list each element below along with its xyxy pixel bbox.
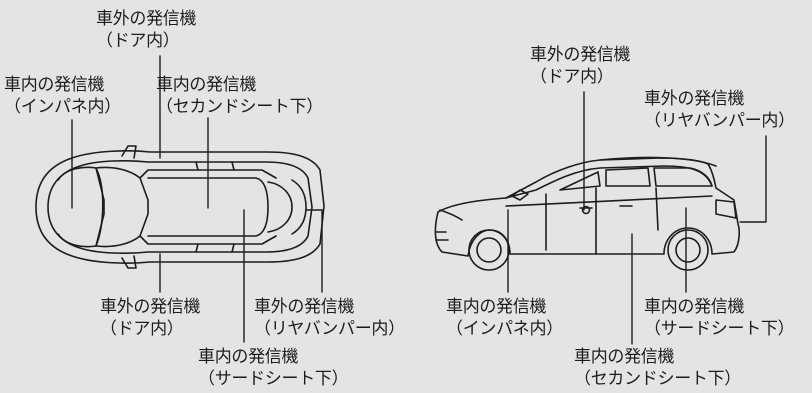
label-side-ext-rear-loc: （リヤバンパー内） (644, 111, 795, 131)
label-side-int-panel: 車内の発信機 （インパネ内） (446, 296, 563, 340)
label-side-int-second-loc: （セカンドシート下） (574, 369, 741, 389)
label-side-int-panel-name: 車内の発信機 (446, 297, 547, 317)
label-top-int-third-loc: （サードシート下） (198, 369, 349, 389)
leader-side-ext-rear (739, 135, 767, 223)
label-side-int-second: 車内の発信機 （セカンドシート下） (574, 346, 741, 390)
label-top-int-second-loc: （セカンドシート下） (156, 97, 323, 117)
label-top-int-third-name: 車内の発信機 (198, 347, 299, 367)
label-top-ext-rear: 車外の発信機 （リヤバンパー内） (254, 296, 405, 340)
label-side-int-third-name: 車内の発信機 (644, 297, 745, 317)
label-top-ext-door-name: 車外の発信機 (96, 9, 197, 29)
label-top-ext-door-lower: 車外の発信機 （ドア内） (100, 296, 201, 340)
label-top-ext-door-lower-name: 車外の発信機 (100, 297, 201, 317)
car-top-view (35, 145, 325, 269)
label-top-int-panel-loc: （インパネ内） (4, 97, 121, 117)
leader-top-ext-rear (305, 209, 323, 293)
label-top-ext-rear-loc: （リヤバンパー内） (254, 319, 405, 339)
label-side-ext-door: 車外の発信機 （ドア内） (530, 44, 631, 88)
car-side-view (434, 156, 740, 271)
label-side-ext-door-loc: （ドア内） (530, 67, 614, 87)
label-top-int-second: 車内の発信機 （セカンドシート下） (156, 74, 323, 118)
label-top-int-panel-name: 車内の発信機 (4, 75, 105, 95)
leader-lines (71, 55, 767, 345)
label-side-int-panel-loc: （インパネ内） (446, 319, 563, 339)
label-top-ext-door: 車外の発信機 （ドア内） (96, 8, 197, 52)
label-top-ext-door-lower-loc: （ドア内） (100, 319, 184, 339)
label-top-int-third: 車内の発信機 （サードシート下） (198, 346, 349, 390)
label-side-ext-door-name: 車外の発信機 (530, 45, 631, 65)
label-top-ext-door-loc: （ドア内） (96, 31, 180, 51)
label-side-ext-rear: 車外の発信機 （リヤバンパー内） (644, 88, 795, 132)
label-side-int-second-name: 車内の発信機 (574, 347, 675, 367)
label-side-int-third: 車内の発信機 （サードシート下） (644, 296, 795, 340)
label-top-int-panel: 車内の発信機 （インパネ内） (4, 74, 121, 118)
label-side-ext-rear-name: 車外の発信機 (644, 89, 745, 109)
label-side-int-third-loc: （サードシート下） (644, 319, 795, 339)
label-top-int-second-name: 車内の発信機 (156, 75, 257, 95)
label-top-ext-rear-name: 車外の発信機 (254, 297, 355, 317)
